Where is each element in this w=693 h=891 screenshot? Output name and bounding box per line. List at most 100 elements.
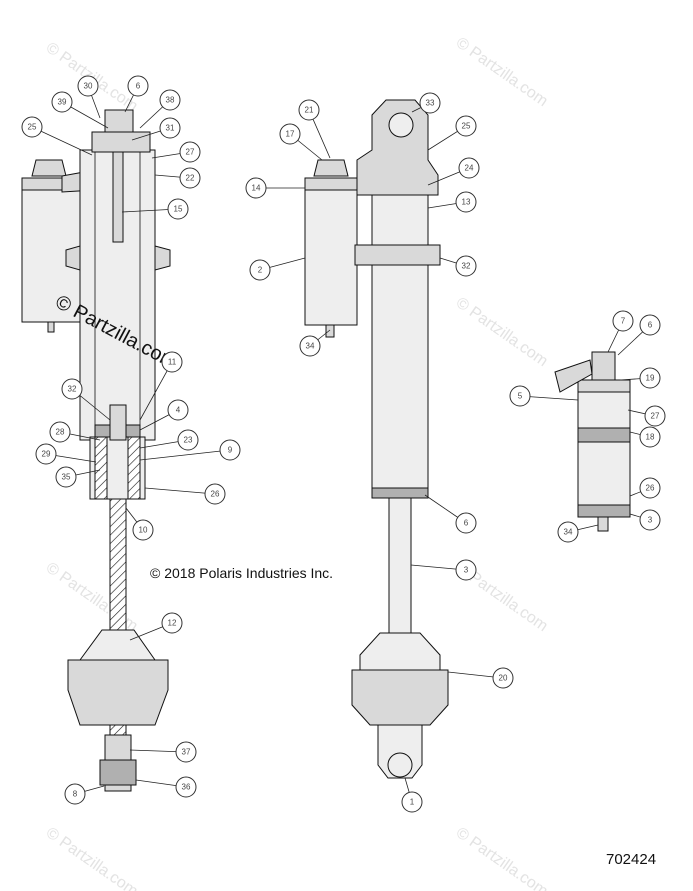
callout-center-assembly-13: 1 <box>401 791 423 813</box>
callout-number: 5 <box>518 392 523 401</box>
reservoir-body-center <box>304 189 358 326</box>
callout-number: 9 <box>228 446 233 455</box>
callout-circle <box>161 612 183 634</box>
reservoir-detail-valve <box>591 351 616 381</box>
reservoir-detail-body <box>577 391 631 518</box>
callout-number: 6 <box>464 519 469 528</box>
callout-number: 31 <box>166 124 175 133</box>
copyright-notice: © 2018 Polaris Industries Inc. <box>150 565 333 581</box>
callout-number: 18 <box>646 433 655 442</box>
callout-circle <box>639 367 661 389</box>
callout-number: 34 <box>306 342 315 351</box>
right-reservoir-detail <box>554 351 631 532</box>
spring-collar-right <box>154 245 171 271</box>
callout-number: 36 <box>182 783 191 792</box>
faint-watermark: © Partzilla.com <box>453 34 551 110</box>
callout-left-assembly-22: 8 <box>64 783 86 805</box>
callout-center-assembly-10: 6 <box>455 512 477 534</box>
callout-circle <box>644 405 666 427</box>
callout-number: 30 <box>84 82 93 91</box>
callout-number: 17 <box>286 130 295 139</box>
leader-line <box>139 449 231 461</box>
callout-left-assembly-20: 37 <box>175 741 197 763</box>
callout-center-assembly-11: 3 <box>455 559 477 581</box>
callout-left-assembly-13: 23 <box>177 429 199 451</box>
callout-number: 20 <box>499 674 508 683</box>
reservoir-detail-bottom <box>577 504 631 518</box>
callout-circle <box>51 91 73 113</box>
piston-body <box>127 436 141 500</box>
lower-eye-washer <box>104 784 132 792</box>
callout-number: 26 <box>646 484 655 493</box>
callout-center-assembly-8: 32 <box>455 255 477 277</box>
callout-center-assembly-6: 13 <box>455 191 477 213</box>
callout-number: 33 <box>426 99 435 108</box>
callout-circle <box>455 115 477 137</box>
leader-line <box>139 361 173 421</box>
spring-collar-left <box>65 245 81 271</box>
callout-circle <box>279 123 301 145</box>
callout-circle <box>159 89 181 111</box>
callout-left-assembly-12: 28 <box>49 421 71 443</box>
callout-left-assembly-17: 26 <box>204 483 226 505</box>
callout-circle <box>159 117 181 139</box>
callout-number: 15 <box>174 205 183 214</box>
callout-circle <box>419 92 441 114</box>
callout-circle <box>455 255 477 277</box>
lower-eye-bushing <box>104 734 132 761</box>
callout-number: 6 <box>648 321 653 330</box>
inner-rod <box>112 151 124 243</box>
callout-number: 27 <box>186 148 195 157</box>
callout-left-assembly-10: 32 <box>61 378 83 400</box>
callout-circle <box>21 116 43 138</box>
callout-circle <box>639 509 661 531</box>
callout-circle <box>455 559 477 581</box>
callout-right-assembly-3: 5 <box>509 385 531 407</box>
callout-left-assembly-7: 22 <box>179 167 201 189</box>
callout-number: 19 <box>646 374 655 383</box>
callout-number: 3 <box>648 516 653 525</box>
lower-clevis-ears <box>67 659 169 726</box>
callout-circle <box>509 385 531 407</box>
piston-stem <box>109 404 127 441</box>
callout-left-assembly-14: 9 <box>219 439 241 461</box>
reservoir-pin-center <box>325 324 335 338</box>
center-shock-exterior <box>304 99 449 779</box>
callout-center-assembly-9: 34 <box>299 335 321 357</box>
callout-circle <box>639 314 661 336</box>
shaft-center <box>388 497 412 634</box>
callout-circle <box>49 421 71 443</box>
callout-number: 1 <box>410 798 415 807</box>
callout-circle <box>249 259 271 281</box>
callout-circle <box>639 477 661 499</box>
callout-number: 29 <box>42 450 51 459</box>
callout-number: 25 <box>462 122 471 131</box>
callout-circle <box>458 157 480 179</box>
callout-center-assembly-2: 17 <box>279 123 301 145</box>
callout-number: 22 <box>186 174 195 183</box>
callout-circle <box>219 439 241 461</box>
piston-body <box>94 436 108 500</box>
reservoir-detail-piston <box>577 427 631 443</box>
callout-center-assembly-1: 33 <box>419 92 441 114</box>
callout-center-assembly-12: 20 <box>492 667 514 689</box>
callout-circle <box>639 426 661 448</box>
callout-number: 38 <box>166 96 175 105</box>
callout-number: 25 <box>28 123 37 132</box>
callout-number: 8 <box>73 790 78 799</box>
callout-number: 4 <box>176 406 181 415</box>
callout-number: 28 <box>56 428 65 437</box>
callout-left-assembly-9: 11 <box>161 351 183 373</box>
callout-left-assembly-6: 27 <box>179 141 201 163</box>
callout-left-assembly-15: 29 <box>35 443 57 465</box>
callout-right-assembly-6: 26 <box>639 477 661 499</box>
callout-circle <box>132 519 154 541</box>
callout-number: 35 <box>62 473 71 482</box>
top-mount-eye-center <box>388 112 414 138</box>
leader-line <box>31 126 93 156</box>
top-nut <box>104 109 134 133</box>
callout-number: 6 <box>136 82 141 91</box>
callout-circle <box>35 443 57 465</box>
callout-left-assembly-19: 12 <box>161 612 183 634</box>
